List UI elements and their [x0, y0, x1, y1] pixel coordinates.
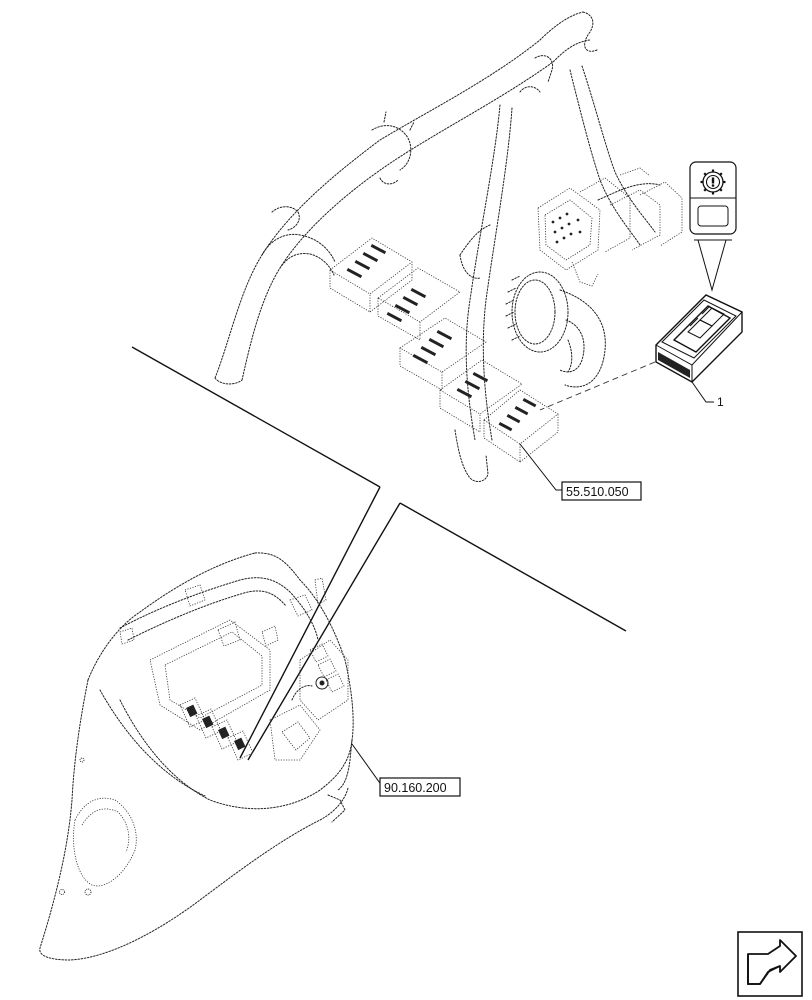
console-housing [39, 552, 354, 961]
round-connector [505, 271, 606, 388]
callout-1-label: 1 [717, 395, 724, 409]
ref-box-console[interactable]: 90.160.200 [351, 743, 461, 797]
inset-lines [131, 346, 627, 761]
wiring-harness [214, 11, 683, 482]
ref-console-label: 90.160.200 [384, 781, 447, 795]
switch-leader-dashed [539, 361, 656, 411]
callout-item-1: 1 [691, 381, 724, 409]
gear-in-circle-icon [689, 161, 737, 235]
multipin-connectors [537, 167, 683, 287]
rocker-switch [655, 294, 743, 383]
symbol-pointer [697, 239, 727, 292]
ref-box-harness[interactable]: 55.510.050 [519, 443, 642, 501]
ref-harness-label: 55.510.050 [566, 485, 629, 499]
next-page-arrow-icon[interactable] [737, 931, 803, 997]
